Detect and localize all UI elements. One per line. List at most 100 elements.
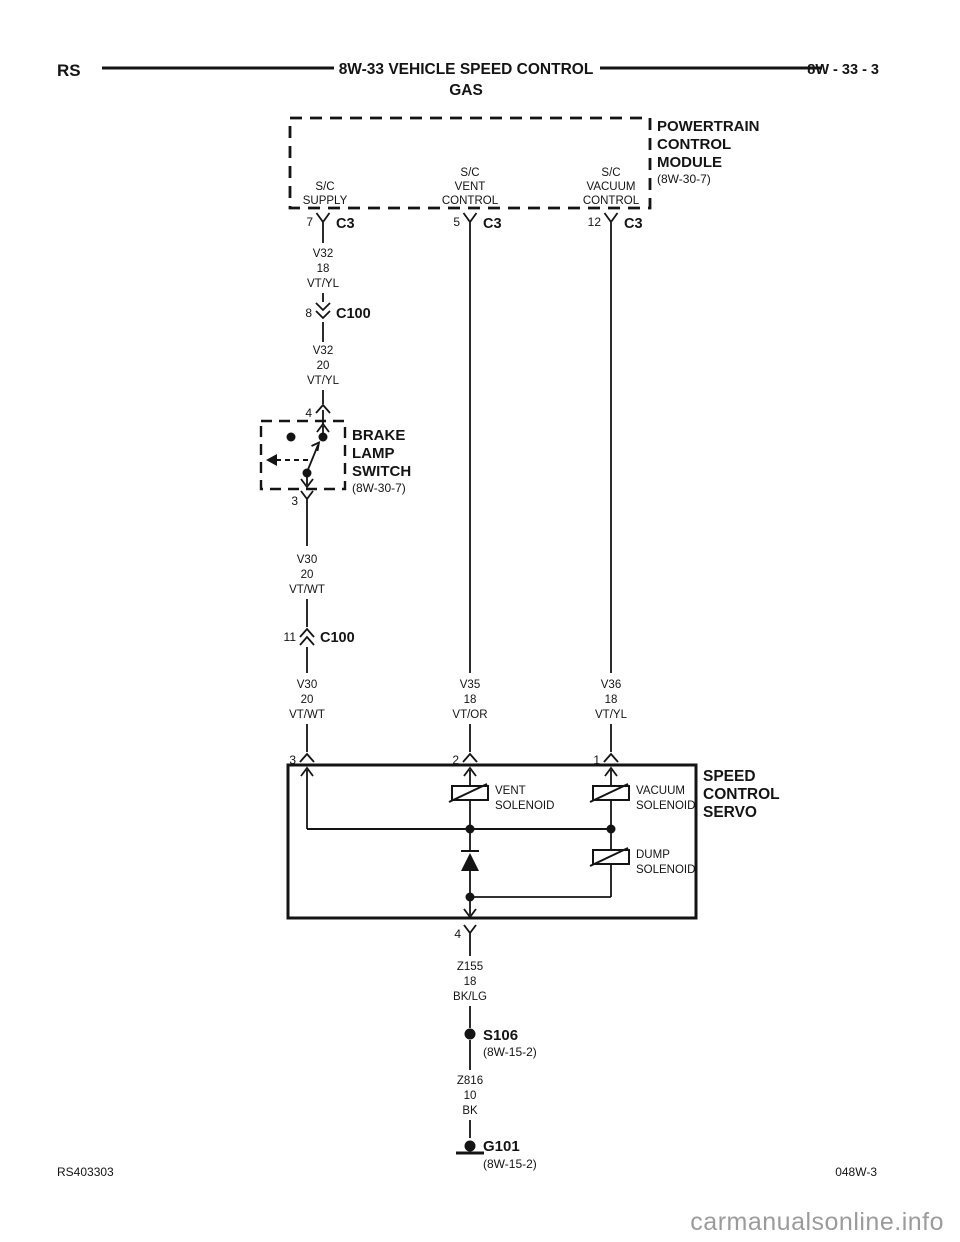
connector-name: C100	[320, 630, 355, 646]
diode	[461, 829, 479, 897]
pcm-box	[288, 116, 652, 210]
arrow-blade-icon	[311, 440, 321, 452]
servo-pin3-connector-half	[299, 752, 315, 763]
pcm-connector-c3-pin12: 12 C3	[588, 212, 643, 232]
arrow-down-icon	[463, 908, 477, 919]
splice-ref: (8W-15-2)	[483, 1045, 537, 1059]
wire-color: VT/WT	[289, 709, 325, 721]
wire-color: VT/OR	[452, 709, 487, 721]
wire-gauge: 20	[317, 360, 330, 372]
wire-color: VT/YL	[595, 709, 628, 721]
model-code: RS	[57, 61, 81, 80]
pin-number: 3	[291, 494, 298, 508]
pcm-title-line: CONTROL	[657, 136, 731, 153]
dump-solenoid: DUMP SOLENOID	[470, 829, 695, 898]
vent-branch: V35 18 VT/OR 2	[452, 231, 488, 767]
wire-gauge: 20	[301, 569, 314, 581]
pcm-pin-function: S/C	[601, 167, 620, 179]
component-label-line: VACUUM	[636, 785, 685, 797]
sheet-code: 048W-3	[835, 1165, 877, 1179]
pin-number: 1	[593, 753, 600, 767]
wire-color: VT/WT	[289, 584, 325, 596]
supply-branch: V32 18 VT/YL 8 C100 V32 20 VT/YL	[305, 231, 371, 404]
wire-circuit: V36	[601, 679, 621, 691]
brake-switch-title-line: BRAKE	[352, 427, 405, 444]
arrow-up-icon	[463, 766, 477, 777]
pcm-pin-function: S/C	[460, 167, 479, 179]
wire-circuit: Z816	[457, 1075, 483, 1087]
brake-lamp-switch: 4 BRAKE LAMP SWITCH (8W-30-7) 3	[259, 403, 411, 508]
wire-gauge: 20	[301, 694, 314, 706]
servo-pin2-connector-half	[462, 752, 478, 763]
component-label-line: SOLENOID	[636, 800, 695, 812]
switch-contact	[286, 432, 296, 442]
pin-number: 12	[588, 215, 602, 229]
switch-blade	[306, 444, 319, 473]
wire-gauge: 18	[317, 263, 330, 275]
wire-gauge: 18	[464, 694, 477, 706]
wire-color: BK	[462, 1105, 478, 1117]
pin-number: 4	[305, 406, 312, 420]
pcm-pin-function: VACUUM	[587, 181, 636, 193]
pcm-ref: (8W-30-7)	[657, 172, 711, 186]
ground-symbol	[456, 1140, 484, 1155]
brake-output-branch: V30 20 VT/WT 11 C100 V30 20 VT/WT 3	[284, 508, 355, 767]
pin-number: 5	[453, 215, 460, 229]
component-label-line: VENT	[495, 785, 526, 797]
wire-circuit: V32	[313, 345, 333, 357]
pcm-pin-function: VENT	[455, 181, 486, 193]
speed-control-servo: SPEED CONTROL SERVO VENT SOLENOID VACUUM…	[286, 763, 780, 920]
page-title: 8W-33 VEHICLE SPEED CONTROL	[339, 61, 594, 78]
servo-title-line: CONTROL	[703, 786, 780, 803]
pcm-pin-function: CONTROL	[583, 195, 640, 207]
wire-circuit: V30	[297, 679, 317, 691]
ground-ref: (8W-15-2)	[483, 1157, 537, 1171]
page-footer: RS403303 048W-3 carmanualsonline.info	[57, 1165, 944, 1236]
pin-number: 7	[306, 215, 313, 229]
arrow-up-icon	[316, 422, 330, 433]
servo-title-line: SPEED	[703, 768, 756, 785]
pin-number: 4	[454, 927, 461, 941]
pcm-connector-c3-pin7: 7 C3	[306, 212, 355, 232]
doc-number: RS403303	[57, 1165, 114, 1179]
wire-color: BK/LG	[453, 991, 487, 1003]
page-ref: 8W - 33 - 3	[807, 62, 879, 78]
pcm-pin-function: S/C	[315, 181, 334, 193]
pcm-connector-c3-pin5: 5 C3	[453, 212, 502, 232]
pin3-connector-half	[300, 490, 314, 508]
watermark: carmanualsonline.info	[690, 1208, 944, 1236]
connector-name: C3	[624, 216, 643, 232]
wire-color: VT/YL	[307, 375, 340, 387]
wire-circuit: V32	[313, 248, 333, 260]
connector-name: C3	[483, 216, 502, 232]
pin-number: 8	[305, 306, 312, 320]
pcm-title-line: MODULE	[657, 154, 722, 171]
brake-switch-box	[259, 419, 347, 491]
wire-gauge: 18	[605, 694, 618, 706]
wire-circuit: V35	[460, 679, 480, 691]
component-label-line: SOLENOID	[495, 800, 554, 812]
pin-number: 2	[452, 753, 459, 767]
inline-connector-c100-pin11: 11 C100	[284, 627, 355, 646]
arrow-down-icon	[300, 478, 314, 489]
brake-switch-title-line: SWITCH	[352, 463, 411, 480]
vacuum-solenoid: VACUUM SOLENOID	[589, 783, 695, 812]
wire-gauge: 18	[464, 976, 477, 988]
brake-switch-title-line: LAMP	[352, 445, 395, 462]
arrow-up-icon	[300, 766, 314, 777]
servo-pin4-connector-half	[463, 924, 477, 942]
servo-box	[286, 763, 698, 920]
pcm-pin-function: CONTROL	[442, 195, 499, 207]
pin-number: 11	[284, 630, 297, 644]
brake-switch-ref: (8W-30-7)	[352, 481, 406, 495]
ground-path: 4 Z155 18 BK/LG S106 (8W-15-2) Z816 10 B…	[453, 924, 537, 1171]
pcm-title-line: POWERTRAIN	[657, 118, 760, 135]
servo-pin1-connector-half	[603, 752, 619, 763]
page-header: RS 8W-33 VEHICLE SPEED CONTROL 8W - 33 -…	[57, 61, 879, 99]
component-label-line: DUMP	[636, 849, 670, 861]
pcm-pin-function: SUPPLY	[303, 195, 348, 207]
vent-solenoid: VENT SOLENOID	[448, 783, 554, 812]
wire-color: VT/YL	[307, 278, 340, 290]
splice-dot	[464, 1028, 476, 1040]
